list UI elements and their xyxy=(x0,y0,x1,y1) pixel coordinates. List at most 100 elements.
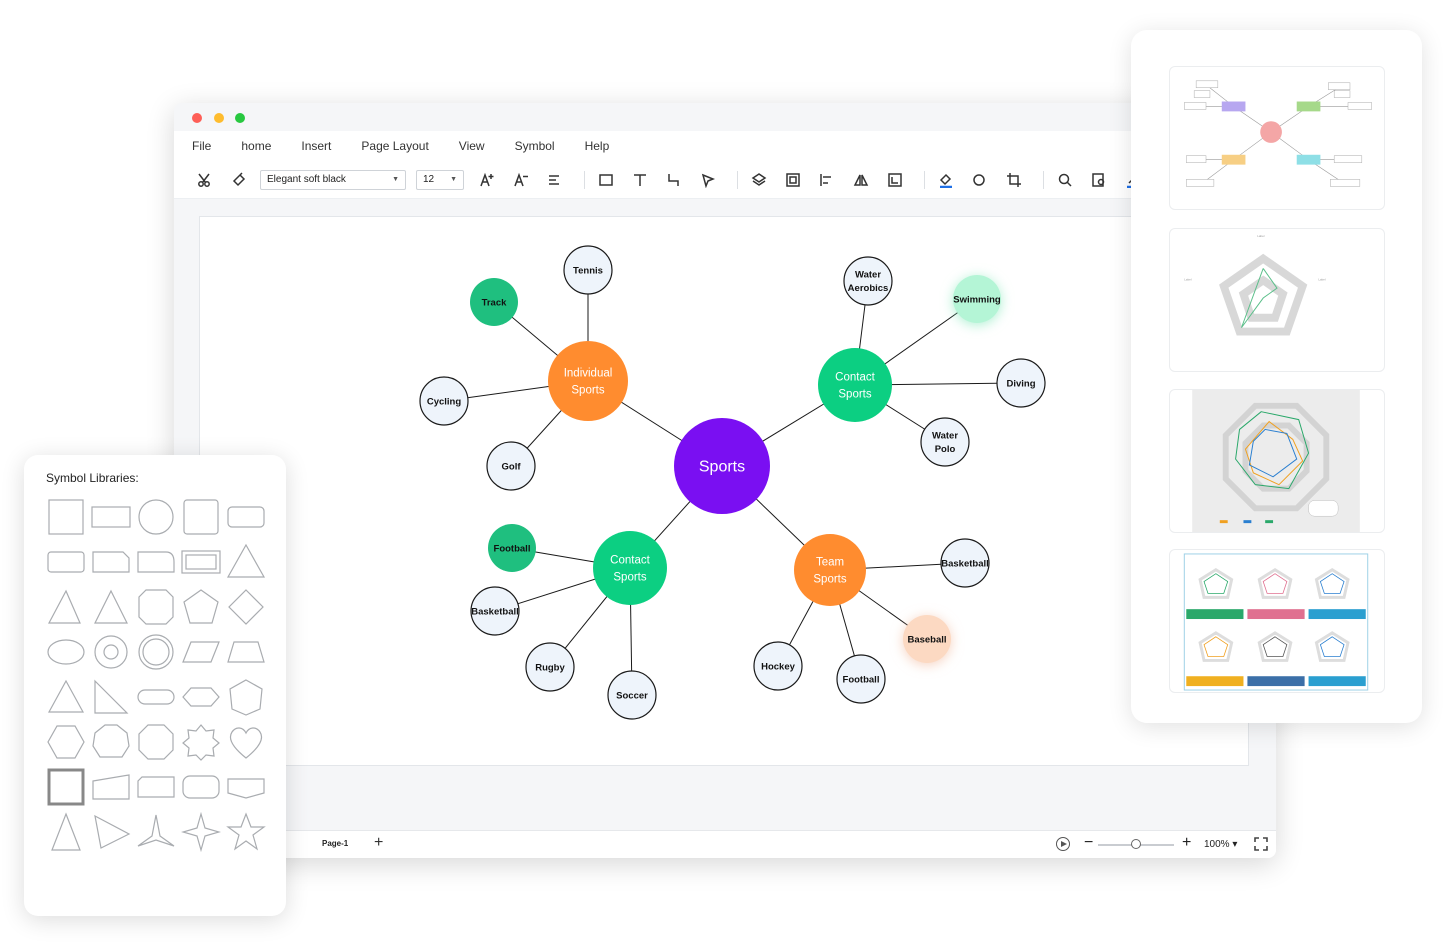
toolbar: Elegant soft black ▼ 12 ▼ xyxy=(174,161,1276,199)
symbol-four-point-star[interactable] xyxy=(180,811,222,853)
symbol-ring[interactable] xyxy=(91,632,131,672)
align-text-icon[interactable] xyxy=(542,167,568,193)
template-card-mindmap[interactable] xyxy=(1169,66,1385,210)
connector-icon[interactable] xyxy=(661,167,687,193)
menu-help[interactable]: Help xyxy=(584,139,610,153)
frame-icon[interactable] xyxy=(882,167,908,193)
template-card-octagon-radar[interactable] xyxy=(1169,389,1385,533)
menu-home[interactable]: home xyxy=(241,139,272,153)
crop-icon[interactable] xyxy=(1001,167,1027,193)
menu-page-layout[interactable]: Page Layout xyxy=(361,139,429,153)
symbol-arrow-triangle[interactable] xyxy=(91,812,131,852)
search-icon[interactable] xyxy=(1052,167,1078,193)
symbol-isosceles-triangle[interactable] xyxy=(91,587,131,627)
symbol-document-shape[interactable] xyxy=(136,542,176,582)
symbol-triangle[interactable] xyxy=(226,542,266,582)
zoom-level-value: 100% xyxy=(1204,839,1230,850)
fill-color-icon[interactable] xyxy=(933,167,959,193)
symbol-capsule[interactable] xyxy=(136,677,176,717)
symbol-octagon-rounded[interactable] xyxy=(136,587,176,627)
symbol-pentagon[interactable] xyxy=(181,587,221,627)
zoom-out-button[interactable]: − xyxy=(1084,834,1094,851)
symbol-heart[interactable] xyxy=(226,722,266,762)
zoom-slider-handle[interactable] xyxy=(1131,839,1141,849)
drawing-canvas[interactable] xyxy=(199,216,1249,766)
add-page-button[interactable]: + xyxy=(374,834,384,851)
symbol-double-rectangle[interactable] xyxy=(181,542,221,582)
symbol-tab-shape[interactable] xyxy=(91,542,131,582)
minimize-window-button[interactable] xyxy=(214,113,224,123)
font-family-value: Elegant soft black xyxy=(267,174,346,185)
text-icon[interactable] xyxy=(627,167,653,193)
symbol-octagon[interactable] xyxy=(136,722,176,762)
menu-insert[interactable]: Insert xyxy=(301,139,332,153)
template-card-radar-grid[interactable] xyxy=(1169,549,1385,693)
symbol-parallelogram[interactable] xyxy=(181,632,221,672)
menu-bar: File home Insert Page Layout View Symbol… xyxy=(174,131,1276,161)
canvas-area xyxy=(174,199,1276,858)
menu-file[interactable]: File xyxy=(192,139,212,153)
title-bar xyxy=(174,103,1276,131)
symbol-diamond[interactable] xyxy=(226,587,266,627)
symbol-rounded-rect[interactable] xyxy=(46,542,86,582)
symbol-trapezoid[interactable] xyxy=(226,632,266,672)
symbol-rectangle[interactable] xyxy=(91,497,131,537)
find-replace-icon[interactable] xyxy=(1086,167,1112,193)
zoom-level[interactable]: 100% ▾ xyxy=(1204,839,1238,850)
cut-icon[interactable] xyxy=(192,167,218,193)
symbol-ellipse[interactable] xyxy=(46,632,86,672)
increase-font-icon[interactable] xyxy=(474,167,500,193)
symbol-tri-star[interactable] xyxy=(136,812,176,852)
shape-style-icon[interactable] xyxy=(967,167,993,193)
template-thumbnail xyxy=(1184,80,1372,187)
font-size-value: 12 xyxy=(423,174,435,185)
group-icon[interactable] xyxy=(780,167,806,193)
menu-symbol[interactable]: Symbol xyxy=(514,139,555,153)
font-family-select[interactable]: Elegant soft black ▼ xyxy=(260,169,406,190)
toolbar-divider xyxy=(737,170,738,189)
symbol-double-circle[interactable] xyxy=(136,632,176,672)
symbol-card-shape[interactable] xyxy=(136,767,176,807)
symbol-rounded-square[interactable] xyxy=(181,497,221,537)
symbol-libraries-panel: Symbol Libraries: xyxy=(24,455,286,916)
symbol-tall-triangle[interactable] xyxy=(46,812,86,852)
symbol-heptagon[interactable] xyxy=(226,677,266,717)
chevron-down-icon: ▼ xyxy=(392,176,399,183)
symbol-five-point-star[interactable] xyxy=(226,812,266,852)
symbol-rounded-rectangle[interactable] xyxy=(226,497,266,537)
symbol-acute-triangle[interactable] xyxy=(46,587,86,627)
close-window-button[interactable] xyxy=(192,113,202,123)
symbol-hexagon-flat[interactable] xyxy=(181,677,221,717)
symbol-hexagon[interactable] xyxy=(46,722,86,762)
symbol-burst[interactable] xyxy=(181,722,221,762)
symbol-circle[interactable] xyxy=(136,497,176,537)
symbol-bold-square[interactable] xyxy=(46,767,86,807)
decrease-font-icon[interactable] xyxy=(508,167,534,193)
play-icon[interactable] xyxy=(1056,837,1070,851)
maximize-window-button[interactable] xyxy=(235,113,245,123)
symbol-terminator[interactable] xyxy=(181,767,221,807)
svg-text:Label: Label xyxy=(1184,277,1192,281)
format-painter-icon[interactable] xyxy=(226,167,252,193)
symbol-right-triangle[interactable] xyxy=(91,677,131,717)
pointer-icon[interactable] xyxy=(695,167,721,193)
symbol-manual-input[interactable] xyxy=(91,767,131,807)
symbol-square[interactable] xyxy=(46,497,86,537)
symbol-document[interactable] xyxy=(226,767,266,807)
fullscreen-icon[interactable] xyxy=(1254,837,1268,851)
chevron-down-icon: ▼ xyxy=(450,176,457,183)
page-tab[interactable]: Page-1 xyxy=(322,839,349,848)
template-thumbnail xyxy=(1183,553,1369,691)
symbol-heptagon-wide[interactable] xyxy=(91,722,131,762)
symbol-equilateral-triangle[interactable] xyxy=(46,677,86,717)
rectangle-icon[interactable] xyxy=(593,167,619,193)
flip-icon[interactable] xyxy=(848,167,874,193)
layers-icon[interactable] xyxy=(746,167,772,193)
menu-view[interactable]: View xyxy=(458,139,485,153)
align-left-icon[interactable] xyxy=(814,167,840,193)
font-size-select[interactable]: 12 ▼ xyxy=(416,169,464,190)
zoom-in-button[interactable]: + xyxy=(1182,834,1192,851)
